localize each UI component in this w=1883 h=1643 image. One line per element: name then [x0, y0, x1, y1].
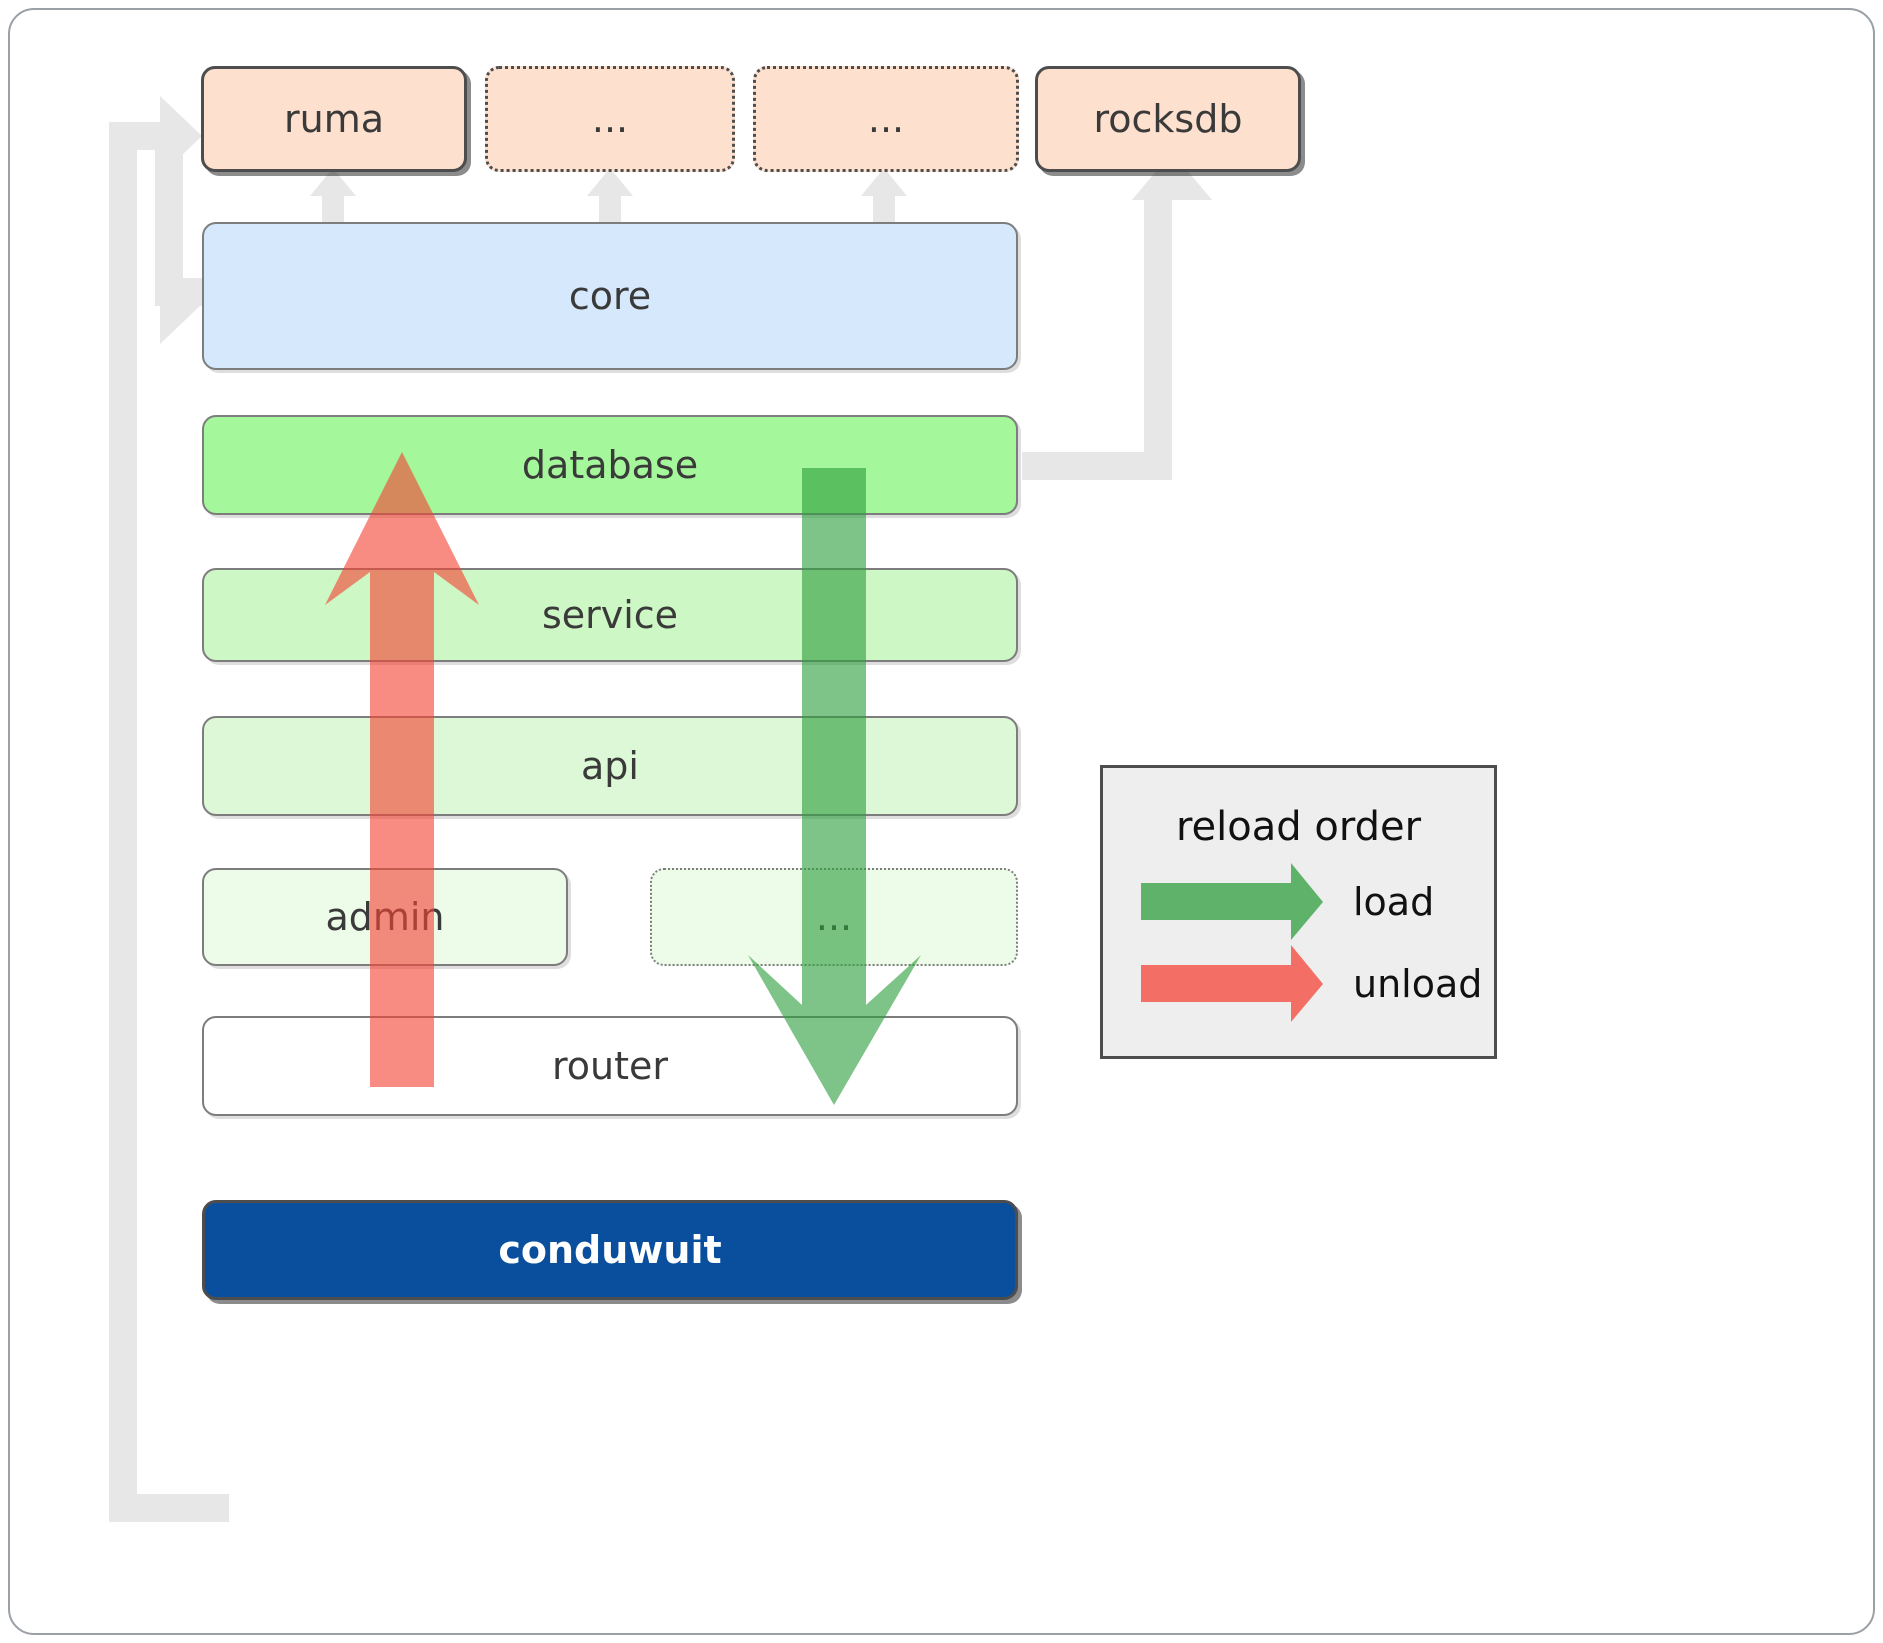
legend-label-load: load — [1353, 880, 1435, 924]
node-label: ruma — [283, 97, 384, 141]
node-api[interactable]: api — [202, 716, 1018, 816]
legend-arrow-layer — [1141, 863, 1323, 1022]
node-label: core — [568, 274, 652, 318]
node-label: ... — [591, 97, 629, 141]
node-label: ... — [815, 895, 853, 939]
node-core[interactable]: core — [202, 222, 1018, 370]
node-label: database — [521, 443, 699, 487]
node-label: service — [541, 593, 679, 637]
node-service[interactable]: service — [202, 568, 1018, 662]
legend-unload-arrow — [1141, 945, 1323, 1022]
node-label: api — [581, 744, 639, 788]
node-dependency-more-1[interactable]: ... — [485, 66, 735, 172]
node-label: admin — [325, 895, 445, 939]
node-layer-more[interactable]: ... — [650, 868, 1018, 966]
node-database[interactable]: database — [202, 415, 1018, 515]
node-dependency-more-2[interactable]: ... — [753, 66, 1019, 172]
node-label: ... — [867, 97, 905, 141]
node-conduwuit[interactable]: conduwuit — [202, 1200, 1018, 1300]
legend-load-arrow — [1141, 863, 1323, 940]
node-label: rocksdb — [1093, 97, 1243, 141]
node-label: conduwuit — [498, 1228, 722, 1272]
node-ruma[interactable]: ruma — [201, 66, 467, 172]
legend-title: reload order — [1175, 804, 1422, 850]
node-label: router — [551, 1044, 669, 1088]
node-rocksdb[interactable]: rocksdb — [1035, 66, 1301, 172]
legend-box: reload order load unload — [1100, 765, 1497, 1059]
node-admin[interactable]: admin — [202, 868, 568, 966]
legend-label-unload: unload — [1353, 962, 1483, 1006]
node-router[interactable]: router — [202, 1016, 1018, 1116]
